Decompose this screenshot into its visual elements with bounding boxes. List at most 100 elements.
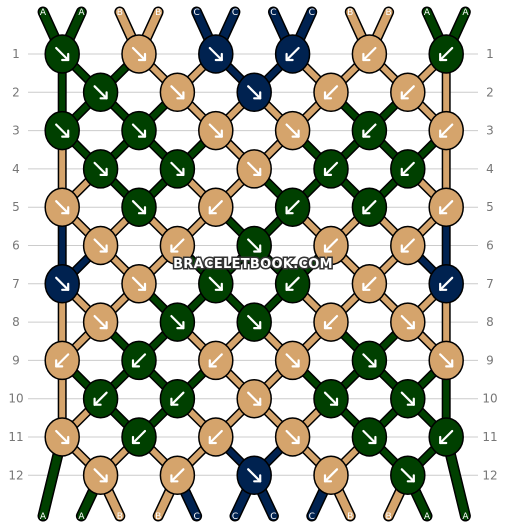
knot: [274, 187, 311, 227]
forward-arrow-icon: [93, 85, 108, 100]
arrow-head-icon: [253, 397, 262, 406]
arrow-head-icon: [400, 244, 409, 253]
backward-arrow-icon: [439, 46, 454, 62]
arrow-head-icon: [137, 129, 147, 138]
string-label-top: B: [155, 8, 161, 18]
string-label-bottom: B: [347, 512, 353, 522]
knot: [390, 72, 426, 113]
row-label-left: 9: [12, 353, 20, 367]
arrow-head-icon: [170, 244, 179, 253]
knot: [159, 455, 196, 496]
forward-arrow-icon: [131, 200, 147, 215]
knot: [82, 72, 119, 113]
backward-arrow-icon: [362, 123, 377, 138]
forward-arrow-icon: [247, 85, 262, 100]
row-label-right: 3: [486, 124, 494, 138]
backward-arrow-icon: [323, 315, 339, 330]
knot: [82, 225, 119, 266]
row-label-right: 1: [486, 47, 494, 61]
knot: [428, 340, 464, 381]
knot: [159, 378, 196, 419]
backward-arrow-icon: [439, 123, 454, 138]
forward-arrow-icon: [323, 391, 339, 406]
arrow-head-icon: [362, 282, 371, 291]
string-label-top: B: [347, 8, 353, 18]
forward-arrow-icon: [208, 46, 223, 62]
arrow-head-icon: [329, 397, 339, 406]
backward-arrow-icon: [439, 429, 454, 445]
backward-arrow-icon: [323, 468, 339, 483]
knot: [198, 417, 234, 457]
string-label-top: C: [270, 8, 276, 18]
arrow-head-icon: [176, 91, 185, 100]
knot: [121, 264, 157, 304]
forward-arrow-icon: [55, 123, 70, 138]
arrow-head-icon: [214, 282, 223, 291]
arrow-head-icon: [99, 321, 108, 330]
forward-arrow-icon: [247, 391, 262, 406]
knot: [236, 302, 272, 342]
arrow-head-icon: [99, 474, 108, 483]
string-label-bottom: A: [40, 512, 47, 522]
knot: [159, 302, 196, 342]
backward-arrow-icon: [170, 468, 185, 483]
string-label-top: C: [193, 8, 199, 18]
row-label-left: 12: [8, 468, 23, 482]
arrow-head-icon: [214, 52, 223, 62]
forward-arrow-icon: [170, 161, 185, 176]
knot: [121, 340, 157, 381]
arrow-head-icon: [291, 129, 300, 138]
arrow-head-icon: [99, 244, 108, 253]
knot: [351, 110, 388, 151]
forward-arrow-icon: [208, 123, 223, 138]
knot: [428, 264, 464, 304]
knot: [351, 34, 388, 74]
arrow-head-icon: [176, 321, 185, 330]
arrow-head-icon: [99, 167, 108, 176]
arrow-head-icon: [131, 435, 141, 445]
arrow-head-icon: [323, 321, 333, 330]
knot: [236, 72, 272, 113]
backward-arrow-icon: [323, 238, 339, 253]
string-label-top: A: [424, 8, 431, 18]
string-label-bottom: C: [270, 512, 276, 522]
arrow-head-icon: [291, 359, 300, 368]
arrow-head-icon: [368, 435, 377, 445]
arrow-head-icon: [406, 321, 415, 330]
backward-arrow-icon: [170, 391, 185, 406]
knot: [159, 149, 196, 189]
knot: [313, 455, 349, 496]
knot: [351, 187, 388, 227]
knot: [313, 72, 349, 113]
forward-arrow-icon: [285, 429, 300, 445]
arrow-head-icon: [214, 129, 223, 138]
backward-arrow-icon: [362, 200, 377, 215]
knot: [390, 149, 426, 189]
forward-arrow-icon: [285, 353, 300, 368]
knot: [82, 149, 119, 189]
forward-arrow-icon: [170, 85, 185, 100]
backward-arrow-icon: [131, 353, 147, 368]
knot: [313, 302, 349, 342]
forward-arrow-icon: [247, 238, 262, 253]
knot: [351, 264, 388, 304]
string-label-top: A: [78, 8, 85, 18]
row-label-right: 9: [486, 353, 494, 367]
knot: [351, 417, 388, 457]
backward-arrow-icon: [285, 276, 300, 291]
forward-arrow-icon: [93, 468, 108, 483]
row-label-left: 1: [12, 47, 20, 61]
arrow-head-icon: [439, 206, 448, 215]
forward-arrow-icon: [131, 276, 147, 291]
knot: [198, 34, 234, 74]
knot: [236, 455, 272, 496]
backward-arrow-icon: [362, 46, 377, 62]
knot: [390, 455, 426, 496]
knot: [121, 110, 157, 151]
row-label-left: 6: [12, 239, 20, 253]
knot: [44, 340, 80, 381]
arrow-head-icon: [406, 474, 415, 483]
knot: [236, 225, 272, 266]
forward-arrow-icon: [131, 46, 147, 62]
row-label-right: 12: [482, 468, 497, 482]
